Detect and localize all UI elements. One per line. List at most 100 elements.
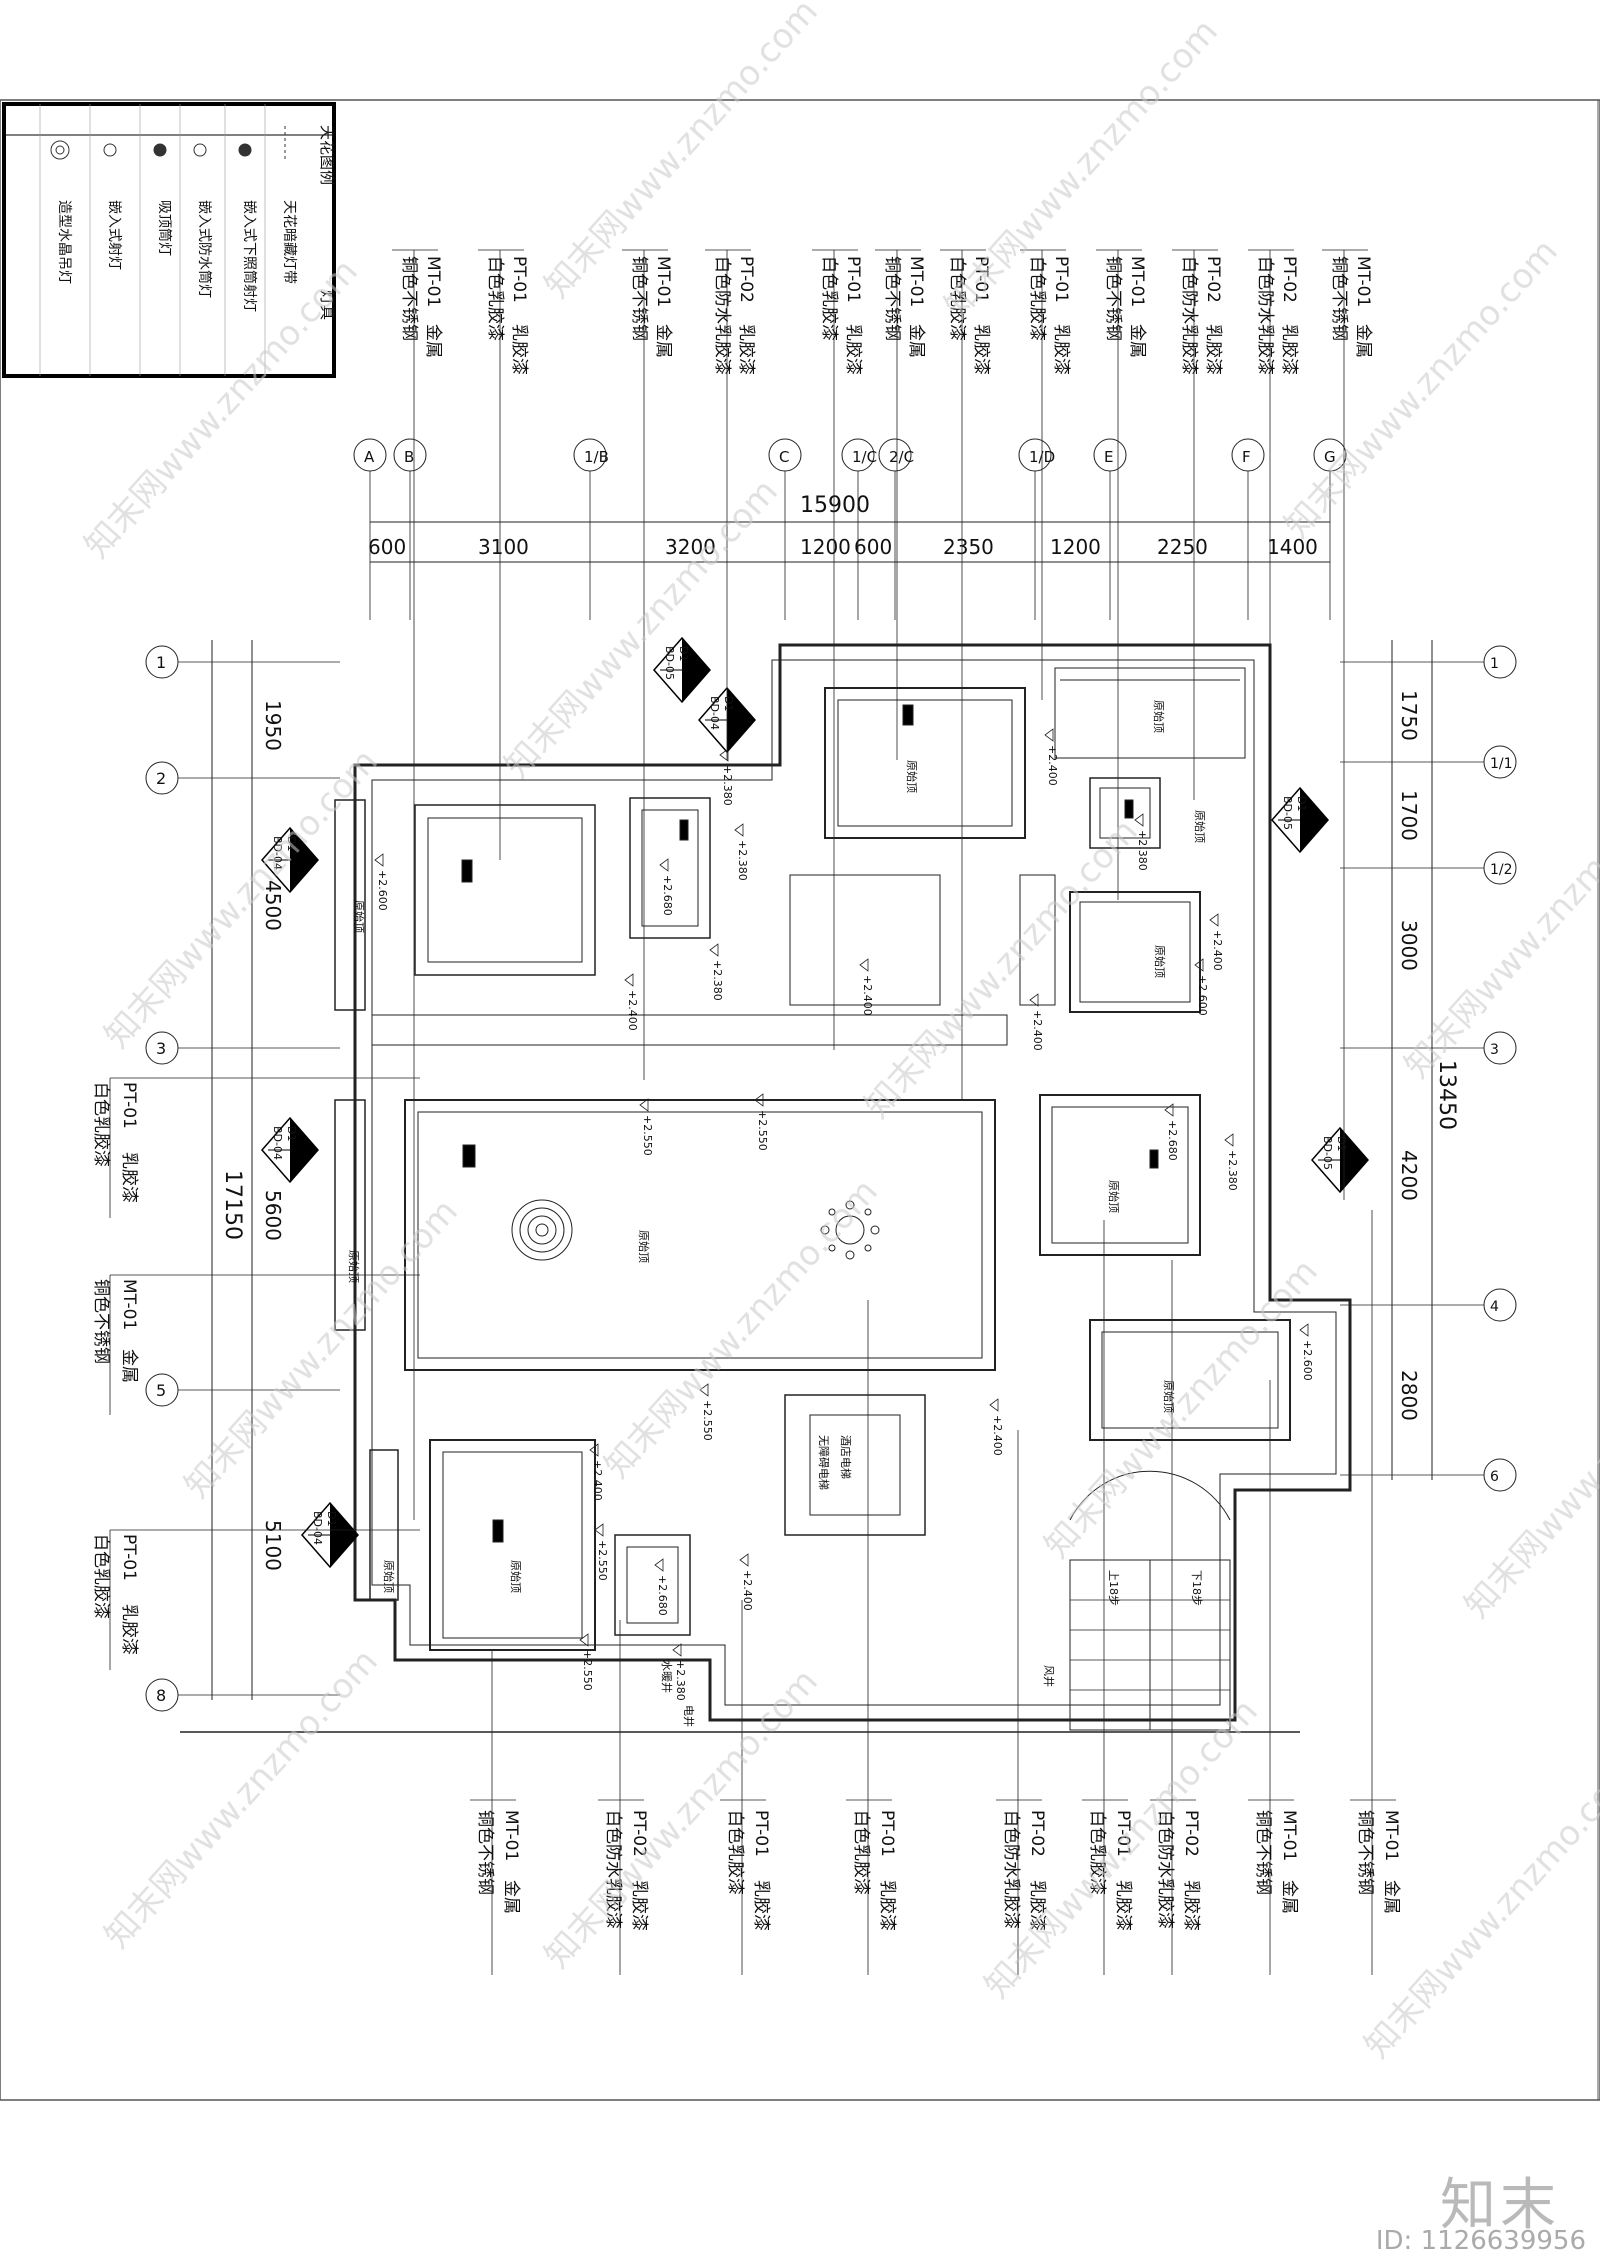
level-mark: +2.550 bbox=[754, 1093, 769, 1151]
material-code: MT-01 bbox=[653, 256, 673, 307]
level-value: +2.380 bbox=[674, 1660, 687, 1701]
material-name: 乳胶漆 bbox=[119, 1152, 139, 1203]
section-code: D1 bbox=[677, 646, 690, 661]
room-label: 原始顶 bbox=[352, 900, 366, 933]
material-name: 金属 bbox=[906, 324, 926, 358]
level-value: +2.400 bbox=[991, 1415, 1004, 1456]
level-value: +2.550 bbox=[756, 1110, 769, 1151]
chandelier-icon bbox=[511, 1199, 573, 1261]
material-desc: 铜色不锈钢 bbox=[475, 1810, 495, 1895]
ceiling-panel bbox=[629, 797, 711, 939]
level-mark: +2.380 bbox=[672, 1643, 687, 1701]
material-name: 金属 bbox=[1353, 324, 1373, 358]
material-code: PT-01 bbox=[1051, 256, 1071, 303]
level-value: +2.380 bbox=[736, 840, 749, 881]
level-mark: +2.400 bbox=[589, 1443, 604, 1501]
ceiling-panel-inner bbox=[641, 809, 699, 927]
material-code: PT-01 bbox=[1113, 1810, 1133, 1857]
material-desc: 白色乳胶漆 bbox=[1027, 256, 1047, 341]
material-desc: 铜色不锈钢 bbox=[1253, 1810, 1273, 1895]
axis-bubble: F bbox=[1231, 438, 1265, 620]
legend-item-label: 嵌入式射灯 bbox=[106, 200, 122, 270]
material-code: PT-01 bbox=[119, 1082, 139, 1129]
dimension-value: 5100 bbox=[261, 1520, 285, 1571]
ceiling-panel bbox=[1089, 1319, 1291, 1441]
special-label: 酒店电梯 bbox=[839, 1435, 853, 1479]
level-value: +2.380 bbox=[1136, 830, 1149, 871]
dimension-value: 4500 bbox=[261, 880, 285, 931]
level-mark: +2.550 bbox=[639, 1098, 654, 1156]
material-name: 乳胶漆 bbox=[1027, 1880, 1047, 1931]
section-code: D1 bbox=[285, 1126, 298, 1141]
ceiling-panel bbox=[414, 804, 596, 976]
floor-plan bbox=[180, 643, 1352, 1733]
material-code: PT-02 bbox=[1027, 1810, 1047, 1857]
material-name: 金属 bbox=[1279, 1880, 1299, 1914]
level-value: +2.600 bbox=[376, 870, 389, 911]
cove-light bbox=[1149, 1149, 1159, 1169]
watermark-text: 知末网www.znzmo.com bbox=[97, 742, 386, 1056]
level-value: +2.550 bbox=[581, 1650, 594, 1691]
level-value: +2.550 bbox=[701, 1400, 714, 1441]
window-left-3 bbox=[369, 1449, 399, 1601]
axis-label: 1/C bbox=[852, 448, 877, 466]
level-value: +2.400 bbox=[861, 975, 874, 1016]
material-name: 金属 bbox=[653, 324, 673, 358]
room-label: 原始顶 bbox=[1193, 810, 1207, 843]
ceiling-panel-inner bbox=[1051, 1106, 1189, 1244]
chandelier-icon bbox=[50, 140, 70, 160]
dimension-value: 3200 bbox=[665, 535, 716, 559]
recessed-downlight-icon bbox=[238, 143, 252, 157]
level-value: +2.600 bbox=[1196, 975, 1209, 1016]
right-total-dimension: 13450 bbox=[1434, 1060, 1459, 1130]
level-value: +2.550 bbox=[641, 1115, 654, 1156]
section-ref: BD-04 bbox=[708, 696, 721, 730]
room-labels: 原始顶原始顶原始顶原始顶原始顶原始顶原始顶原始顶原始顶原始顶原始顶酒店电梯无障碍… bbox=[347, 700, 1207, 1727]
axis-label: 2/C bbox=[889, 448, 914, 466]
axis-label: 5 bbox=[156, 1381, 166, 1400]
material-desc: 白色乳胶漆 bbox=[819, 256, 839, 341]
ceiling-panel bbox=[824, 687, 1026, 839]
material-code: MT-01 bbox=[1279, 1810, 1299, 1861]
chandelier-icon bbox=[820, 1200, 880, 1260]
material-name: 乳胶漆 bbox=[629, 1880, 649, 1931]
inner-wall bbox=[371, 659, 1337, 1706]
axis-bubble: 3 bbox=[1340, 1031, 1517, 1065]
material-code: PT-02 bbox=[1203, 256, 1223, 303]
axis-bubble: E bbox=[1093, 438, 1127, 620]
axis-bubble: 3 bbox=[145, 1031, 340, 1065]
dimension-value: 1200 bbox=[800, 535, 851, 559]
level-mark: +2.400 bbox=[739, 1553, 754, 1611]
level-mark: +2.380 bbox=[1224, 1133, 1239, 1191]
material-name: 乳胶漆 bbox=[1203, 324, 1223, 375]
section-code: D1 bbox=[1295, 796, 1308, 811]
level-mark: +2.600 bbox=[374, 853, 389, 911]
sheet-frame bbox=[0, 99, 1600, 2101]
section-ref: BD-05 bbox=[1281, 796, 1294, 830]
material-code: MT-01 bbox=[119, 1279, 139, 1330]
dimension-value: 4200 bbox=[1397, 1150, 1421, 1201]
material-name: 金属 bbox=[1381, 1880, 1401, 1914]
level-mark: +2.680 bbox=[659, 858, 674, 916]
axis-bubble: G bbox=[1313, 438, 1347, 620]
axis-label: 1 bbox=[156, 653, 166, 672]
axis-label: 4 bbox=[1490, 1299, 1499, 1315]
axis-bubble: 1/2 bbox=[1340, 851, 1517, 885]
room-label: 原始顶 bbox=[637, 1230, 651, 1263]
material-desc: 白色乳胶漆 bbox=[725, 1810, 745, 1895]
level-mark: +2.680 bbox=[1164, 1103, 1179, 1161]
special-label: 水暖井 bbox=[660, 1660, 674, 1693]
section-code: D1 bbox=[285, 836, 298, 851]
